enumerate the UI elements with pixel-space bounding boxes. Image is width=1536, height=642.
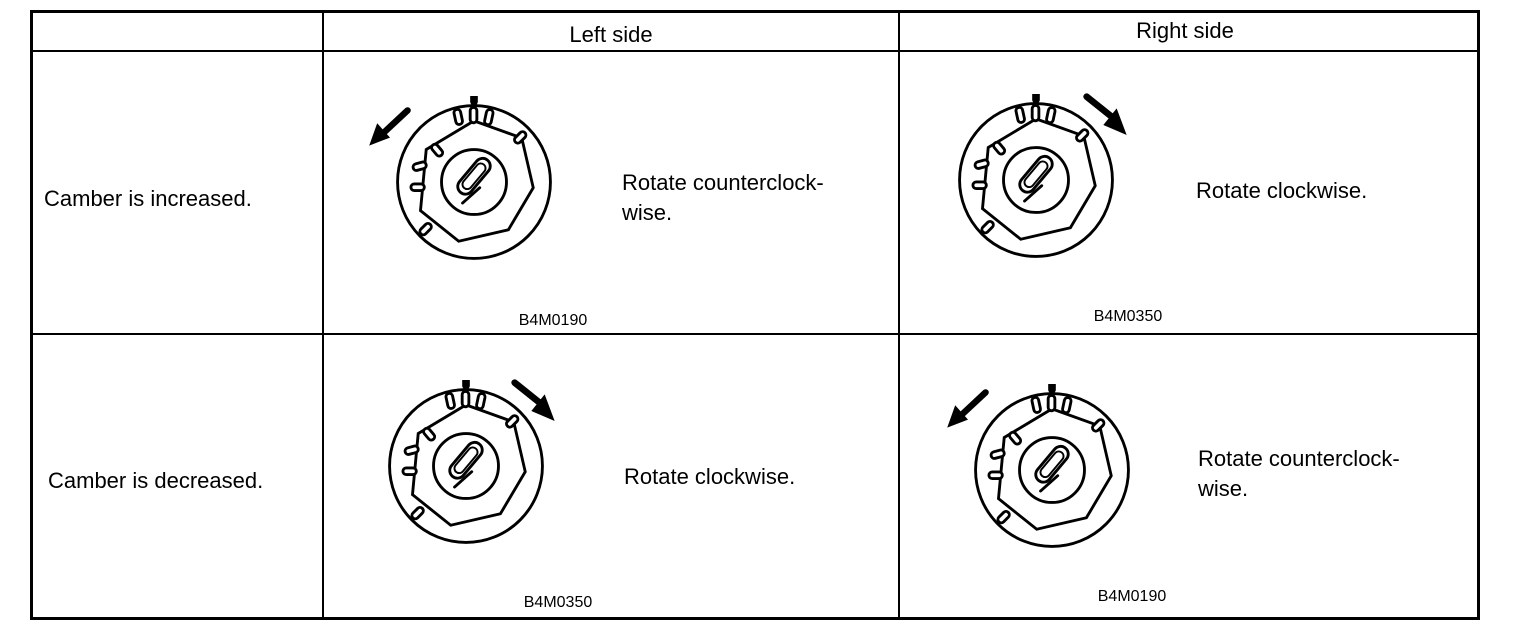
instruction-line: Rotate counterclock- <box>622 170 824 195</box>
instruction-text: Rotate clockwise. <box>624 462 795 492</box>
counterclockwise-arrow-icon <box>366 104 414 152</box>
instruction-line: Rotate clockwise. <box>1196 178 1368 203</box>
instruction-text: Rotate clockwise. <box>1196 176 1367 206</box>
instruction-line: wise. <box>622 200 673 225</box>
header-divider <box>30 50 1480 52</box>
header-left-side: Left side <box>569 22 653 47</box>
header-right-side: Right side <box>1136 18 1234 43</box>
figure-code: B4M0350 <box>523 594 593 611</box>
figure-code: B4M0190 <box>518 312 588 329</box>
instruction-line: Rotate counterclock- <box>1198 446 1400 471</box>
instruction-line: wise. <box>1198 476 1249 501</box>
row-label-increased: Camber is increased. <box>44 186 252 211</box>
column-divider-1 <box>322 10 324 620</box>
figure-code: B4M0350 <box>1093 308 1163 325</box>
camber-adjustment-table <box>30 10 1480 620</box>
clockwise-arrow-icon <box>508 376 558 426</box>
figure-code: B4M0190 <box>1097 588 1167 605</box>
column-divider-2 <box>898 10 900 620</box>
instruction-text: Rotate counterclock- wise. <box>1198 444 1400 504</box>
row-label-decreased: Camber is decreased. <box>48 468 264 493</box>
row-divider <box>30 333 1480 335</box>
instruction-line: Rotate clockwise. <box>624 464 796 489</box>
clockwise-arrow-icon <box>1080 90 1130 140</box>
counterclockwise-arrow-icon <box>944 386 992 434</box>
instruction-text: Rotate counterclock- wise. <box>622 168 824 228</box>
